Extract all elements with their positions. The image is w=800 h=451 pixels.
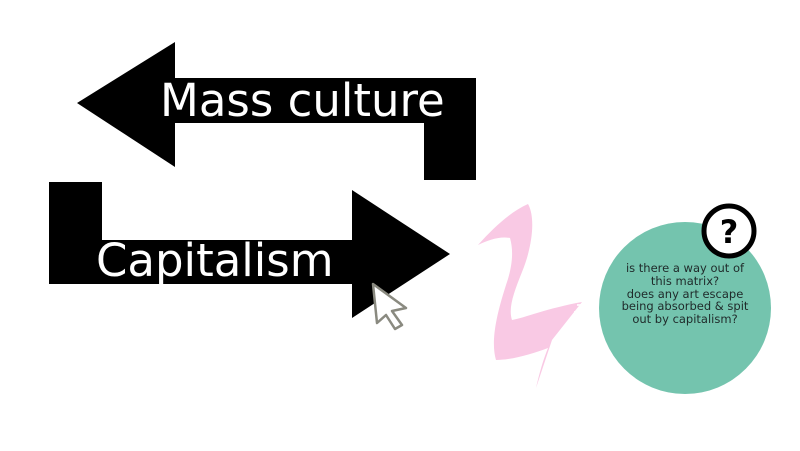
svg-text:?: ?	[720, 213, 739, 251]
question-line: this matrix?	[650, 273, 720, 288]
capitalism-arrow	[49, 182, 450, 318]
question-line: out by capitalism?	[632, 312, 738, 327]
mass-culture-arrow	[77, 42, 476, 180]
pink-zigzag-shape	[478, 204, 582, 388]
pink-dash-marks	[571, 304, 582, 320]
mass-culture-label: Mass culture	[160, 74, 445, 127]
question-line: being absorbed & spit	[621, 299, 749, 314]
capitalism-label: Capitalism	[96, 234, 334, 287]
question-text: is there a way out of this matrix? does …	[604, 262, 766, 326]
question-mark-icon: ?	[701, 203, 757, 259]
question-line: does any art escape	[626, 286, 744, 301]
question-line: is there a way out of	[625, 261, 745, 275]
question-circle	[599, 222, 771, 394]
mouse-pointer-icon	[371, 282, 408, 331]
